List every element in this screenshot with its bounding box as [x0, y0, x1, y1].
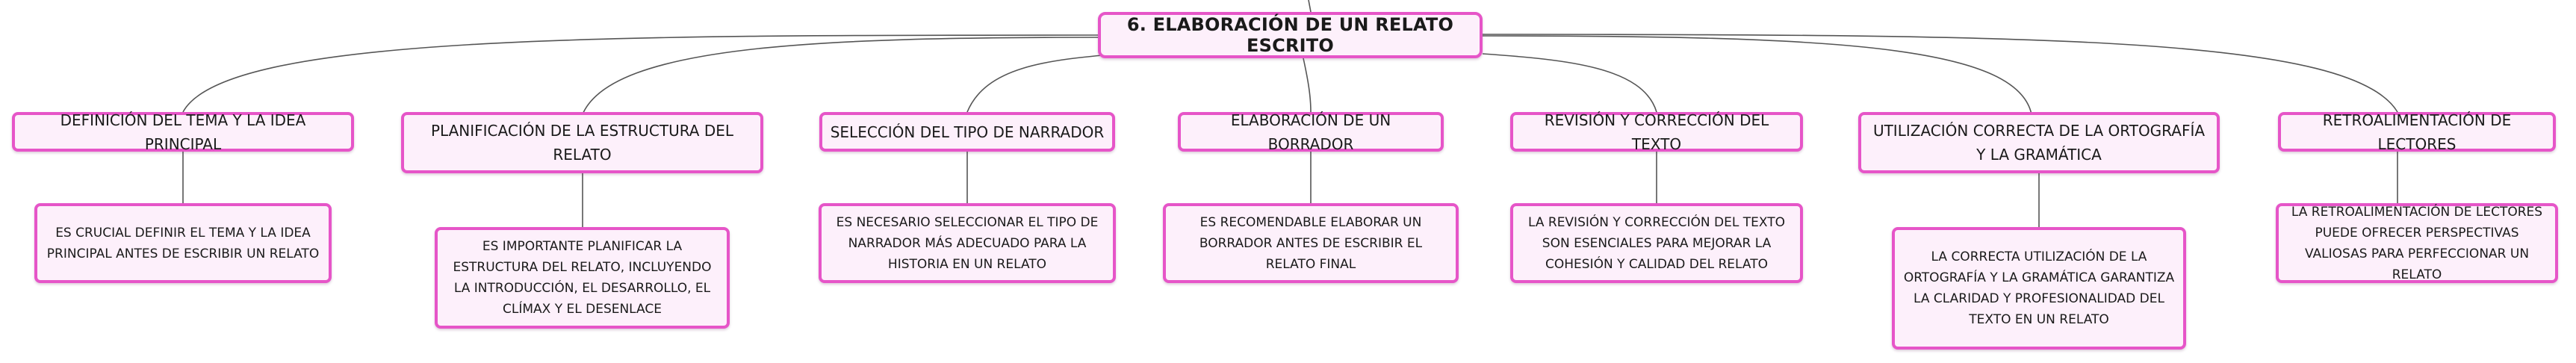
detail-node-tema[interactable]: ES CRUCIAL DEFINIR EL TEMA Y LA IDEA PRI…	[34, 203, 332, 283]
detail-node-borrador[interactable]: ES RECOMENDABLE ELABORAR UN BORRADOR ANT…	[1163, 203, 1459, 283]
branch-node-ortografia[interactable]: UTILIZACIÓN CORRECTA DE LA ORTOGRAFÍA Y …	[1858, 112, 2220, 173]
detail-node-retroalimentacion[interactable]: LA RETROALIMENTACIÓN DE LECTORES PUEDE O…	[2276, 203, 2558, 283]
branch-node-borrador[interactable]: ELABORACIÓN DE UN BORRADOR	[1178, 111, 1444, 153]
branch-node-narrador[interactable]: SELECCIÓN DEL TIPO DE NARRADOR	[819, 112, 1115, 152]
detail-node-revision[interactable]: LA REVISIÓN Y CORRECCIÓN DEL TEXTO SON E…	[1510, 203, 1803, 283]
branch-node-planificacion[interactable]: PLANIFICACIÓN DE LA ESTRUCTURA DEL RELAT…	[401, 112, 763, 173]
detail-node-ortografia[interactable]: LA CORRECTA UTILIZACIÓN DE LA ORTOGRAFÍA…	[1892, 227, 2186, 350]
branch-node-tema[interactable]: DEFINICIÓN DEL TEMA Y LA IDEA PRINCIPAL	[12, 111, 354, 153]
branch-node-retroalimentacion[interactable]: RETROALIMENTACIÓN DE LECTORES	[2278, 111, 2556, 153]
root-node[interactable]: 6. ELABORACIÓN DE UN RELATO ESCRITO	[1098, 12, 1483, 58]
detail-node-narrador[interactable]: ES NECESARIO SELECCIONAR EL TIPO DE NARR…	[819, 203, 1116, 283]
detail-node-planificacion[interactable]: ES IMPORTANTE PLANIFICAR LA ESTRUCTURA D…	[435, 227, 730, 329]
branch-node-revision[interactable]: REVISIÓN Y CORRECCIÓN DEL TEXTO	[1510, 111, 1803, 153]
